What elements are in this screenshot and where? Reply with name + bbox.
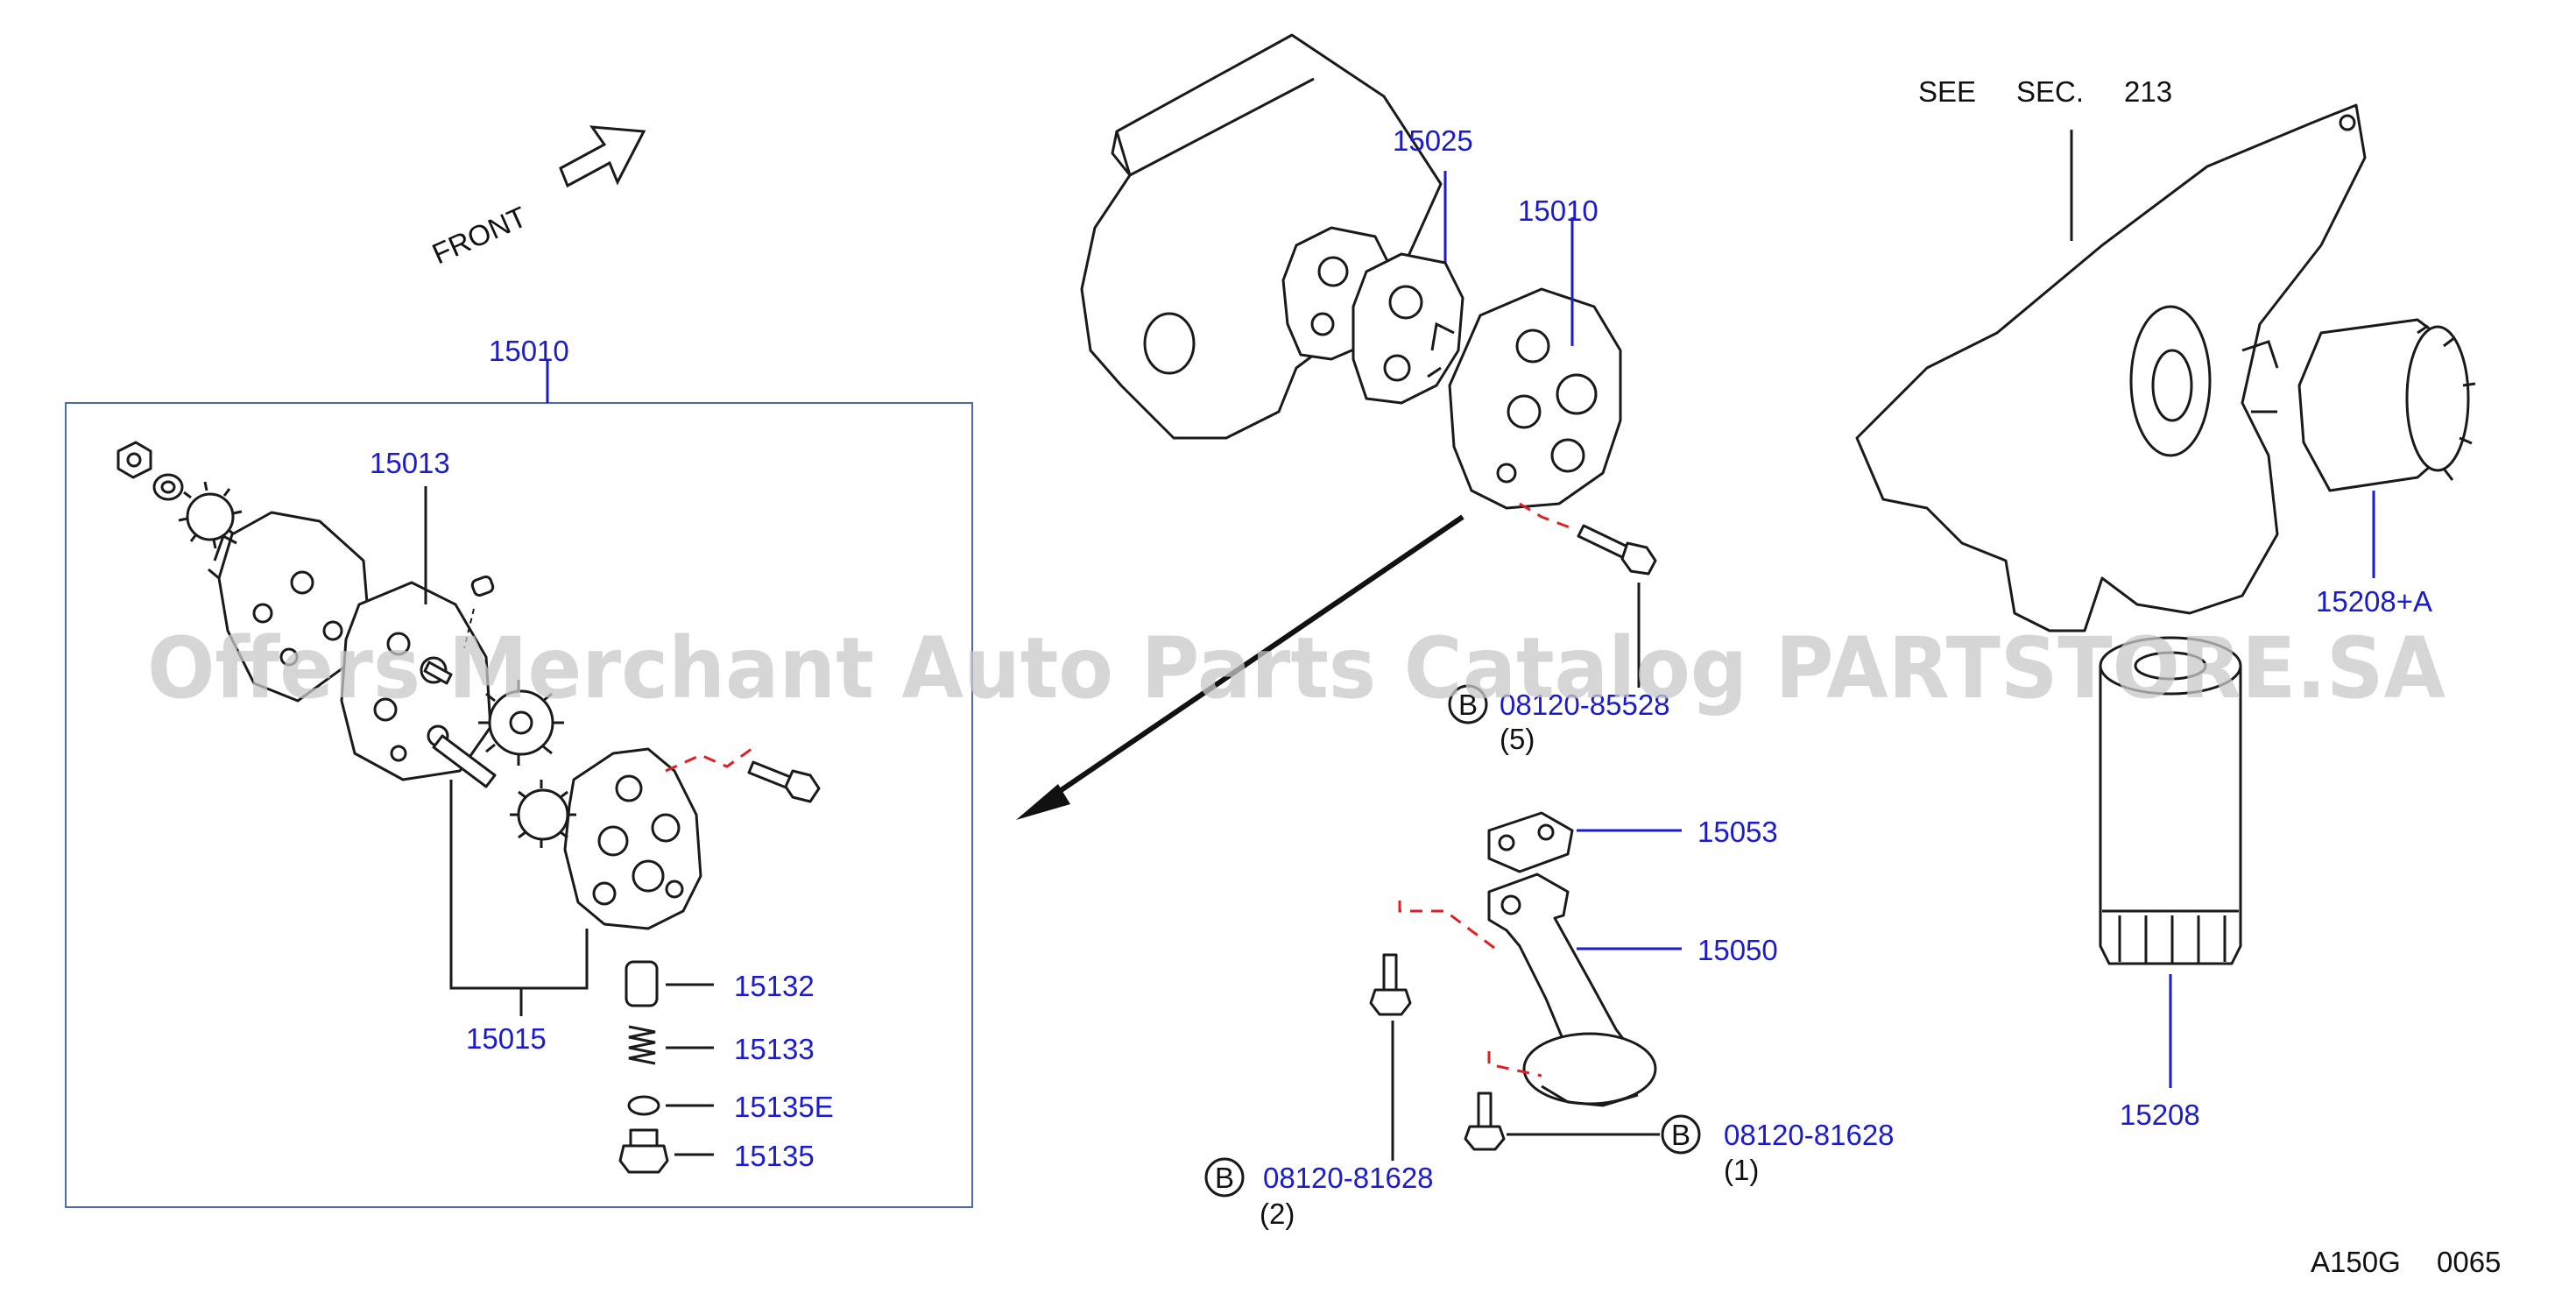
callout-15208a[interactable]: 15208+A — [2316, 585, 2432, 618]
callout-15135e[interactable]: 15135E — [734, 1091, 834, 1123]
bolt-part-right[interactable]: 08120-81628 — [1724, 1119, 1895, 1151]
filter-bracket-icon — [1855, 103, 2367, 632]
front-arrow-icon — [559, 125, 646, 188]
watermark-text: Offers Merchant Auto Parts Catalog PARTS… — [147, 619, 2445, 717]
bolt-part-top[interactable]: 08120-85528 — [1500, 689, 1670, 721]
oil-strainer-15050-icon[interactable] — [1487, 873, 1657, 1107]
strainer-bolt-left-icon[interactable] — [1369, 953, 1412, 1016]
nut-icon[interactable] — [116, 441, 152, 479]
bolt-qty-right: (1) — [1724, 1154, 1759, 1186]
direction-arrow-icon — [1016, 514, 1464, 820]
oil-filter-15208-icon[interactable] — [2099, 636, 2242, 965]
see-label: SEE — [1918, 75, 1976, 108]
callout-15133[interactable]: 15133 — [734, 1033, 815, 1065]
bolt-badge-top-letter: B — [1458, 689, 1478, 721]
callout-15132[interactable]: 15132 — [734, 970, 815, 1002]
strainer-bolt-right-icon[interactable] — [1464, 1092, 1506, 1151]
sec-number: 213 — [2124, 75, 2172, 108]
pump-bolt-icon[interactable] — [1577, 524, 1657, 576]
dowel-pin-icon[interactable] — [470, 575, 495, 597]
callout-15010-assembly[interactable]: 15010 — [489, 335, 569, 367]
callout-15015[interactable]: 15015 — [466, 1022, 547, 1055]
callout-15050[interactable]: 15050 — [1697, 934, 1778, 966]
cover-bolt-icon[interactable] — [747, 760, 821, 803]
bolt-badge-right-letter: B — [1671, 1119, 1690, 1151]
callout-15208[interactable]: 15208 — [2120, 1099, 2200, 1131]
assembly-frame — [65, 402, 973, 1208]
housing-gear-icon[interactable] — [510, 780, 576, 848]
oil-filter-15208a-icon[interactable] — [2297, 318, 2476, 492]
oil-pump-15010-icon[interactable] — [1427, 287, 1622, 510]
pump-plate-icon[interactable] — [1352, 252, 1464, 405]
bolt-qty-top: (5) — [1500, 723, 1535, 755]
relief-valve-plug-icon[interactable] — [618, 1128, 669, 1174]
pump-cover-icon[interactable] — [340, 581, 492, 781]
relief-valve-spring-icon[interactable] — [628, 1025, 656, 1065]
callout-15013[interactable]: 15013 — [370, 447, 450, 479]
strainer-gasket-15053-icon[interactable] — [1487, 811, 1574, 873]
cover-screw-icon[interactable] — [423, 661, 453, 685]
sec-label: SEC. — [2016, 75, 2084, 108]
relief-valve-plunger-icon[interactable] — [625, 960, 659, 1007]
pump-shaft-icon[interactable] — [432, 734, 497, 788]
pump-housing-15015-icon[interactable] — [563, 747, 702, 930]
washer-icon[interactable] — [152, 473, 184, 501]
callout-15025[interactable]: 15025 — [1393, 124, 1473, 157]
callout-15053[interactable]: 15053 — [1697, 816, 1778, 848]
engine-block-icon — [1080, 33, 1443, 440]
relief-valve-washer-icon[interactable] — [627, 1095, 660, 1116]
bolt-badge-right: B — [1661, 1114, 1701, 1155]
bolt-badge-left: B — [1204, 1157, 1245, 1198]
pump-body-15013-icon[interactable] — [208, 511, 370, 703]
diagram-ref-code: A150G — [2311, 1246, 2401, 1278]
callout-15135[interactable]: 15135 — [734, 1140, 815, 1172]
bolt-part-left[interactable]: 08120-81628 — [1263, 1162, 1434, 1194]
front-label: FRONT — [427, 200, 532, 270]
callout-15010[interactable]: 15010 — [1518, 194, 1599, 227]
bolt-qty-left: (2) — [1260, 1198, 1295, 1230]
diagram-ref-number: 0065 — [2437, 1246, 2501, 1278]
inner-rotor-gear-icon[interactable] — [478, 680, 564, 766]
bolt-badge-left-letter: B — [1215, 1162, 1234, 1194]
bolt-badge-top: B — [1448, 684, 1488, 724]
